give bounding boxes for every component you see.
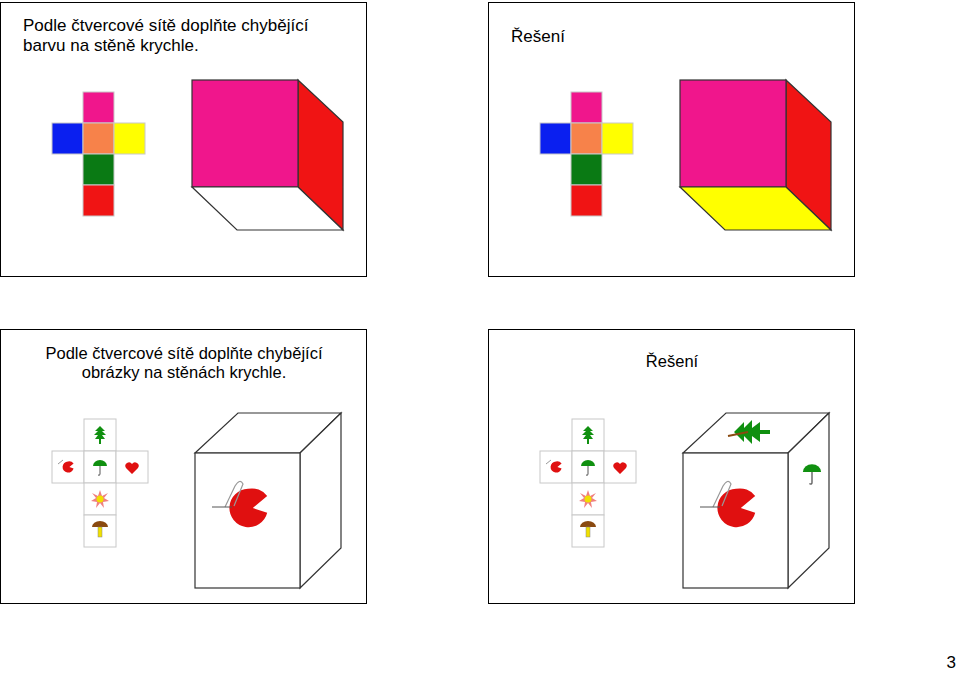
cube — [683, 413, 829, 588]
cube — [680, 80, 831, 230]
instruction-text: Podle čtvercové sítě doplňte chybějící o… — [21, 344, 347, 382]
net-pictures — [58, 426, 139, 537]
panel-box: Podle čtvercové sítě doplňte chybějící b… — [0, 2, 367, 277]
instruction-text: Podle čtvercové sítě doplňte chybějící b… — [23, 16, 353, 55]
panel-box: Podle čtvercové sítě doplňte chybějící o… — [0, 329, 367, 604]
cube-side-picture — [803, 464, 821, 484]
cube-net — [52, 92, 145, 216]
panel-box: Řešení — [488, 329, 855, 604]
cube-net — [540, 419, 636, 547]
instruction-text: Řešení — [509, 352, 835, 371]
panel-box: Řešení — [488, 2, 855, 277]
net-pictures — [546, 426, 627, 537]
cube-top-picture-stem — [728, 432, 748, 436]
page-number: 3 — [947, 653, 956, 673]
cube — [195, 413, 341, 588]
cube-net — [540, 92, 633, 216]
cube — [192, 80, 343, 230]
instruction-text: Řešení — [511, 27, 711, 47]
cube-bottom-face — [192, 187, 343, 230]
cube-bottom-face — [680, 187, 831, 230]
cube-net — [52, 419, 148, 547]
cube-top-picture — [726, 408, 777, 455]
